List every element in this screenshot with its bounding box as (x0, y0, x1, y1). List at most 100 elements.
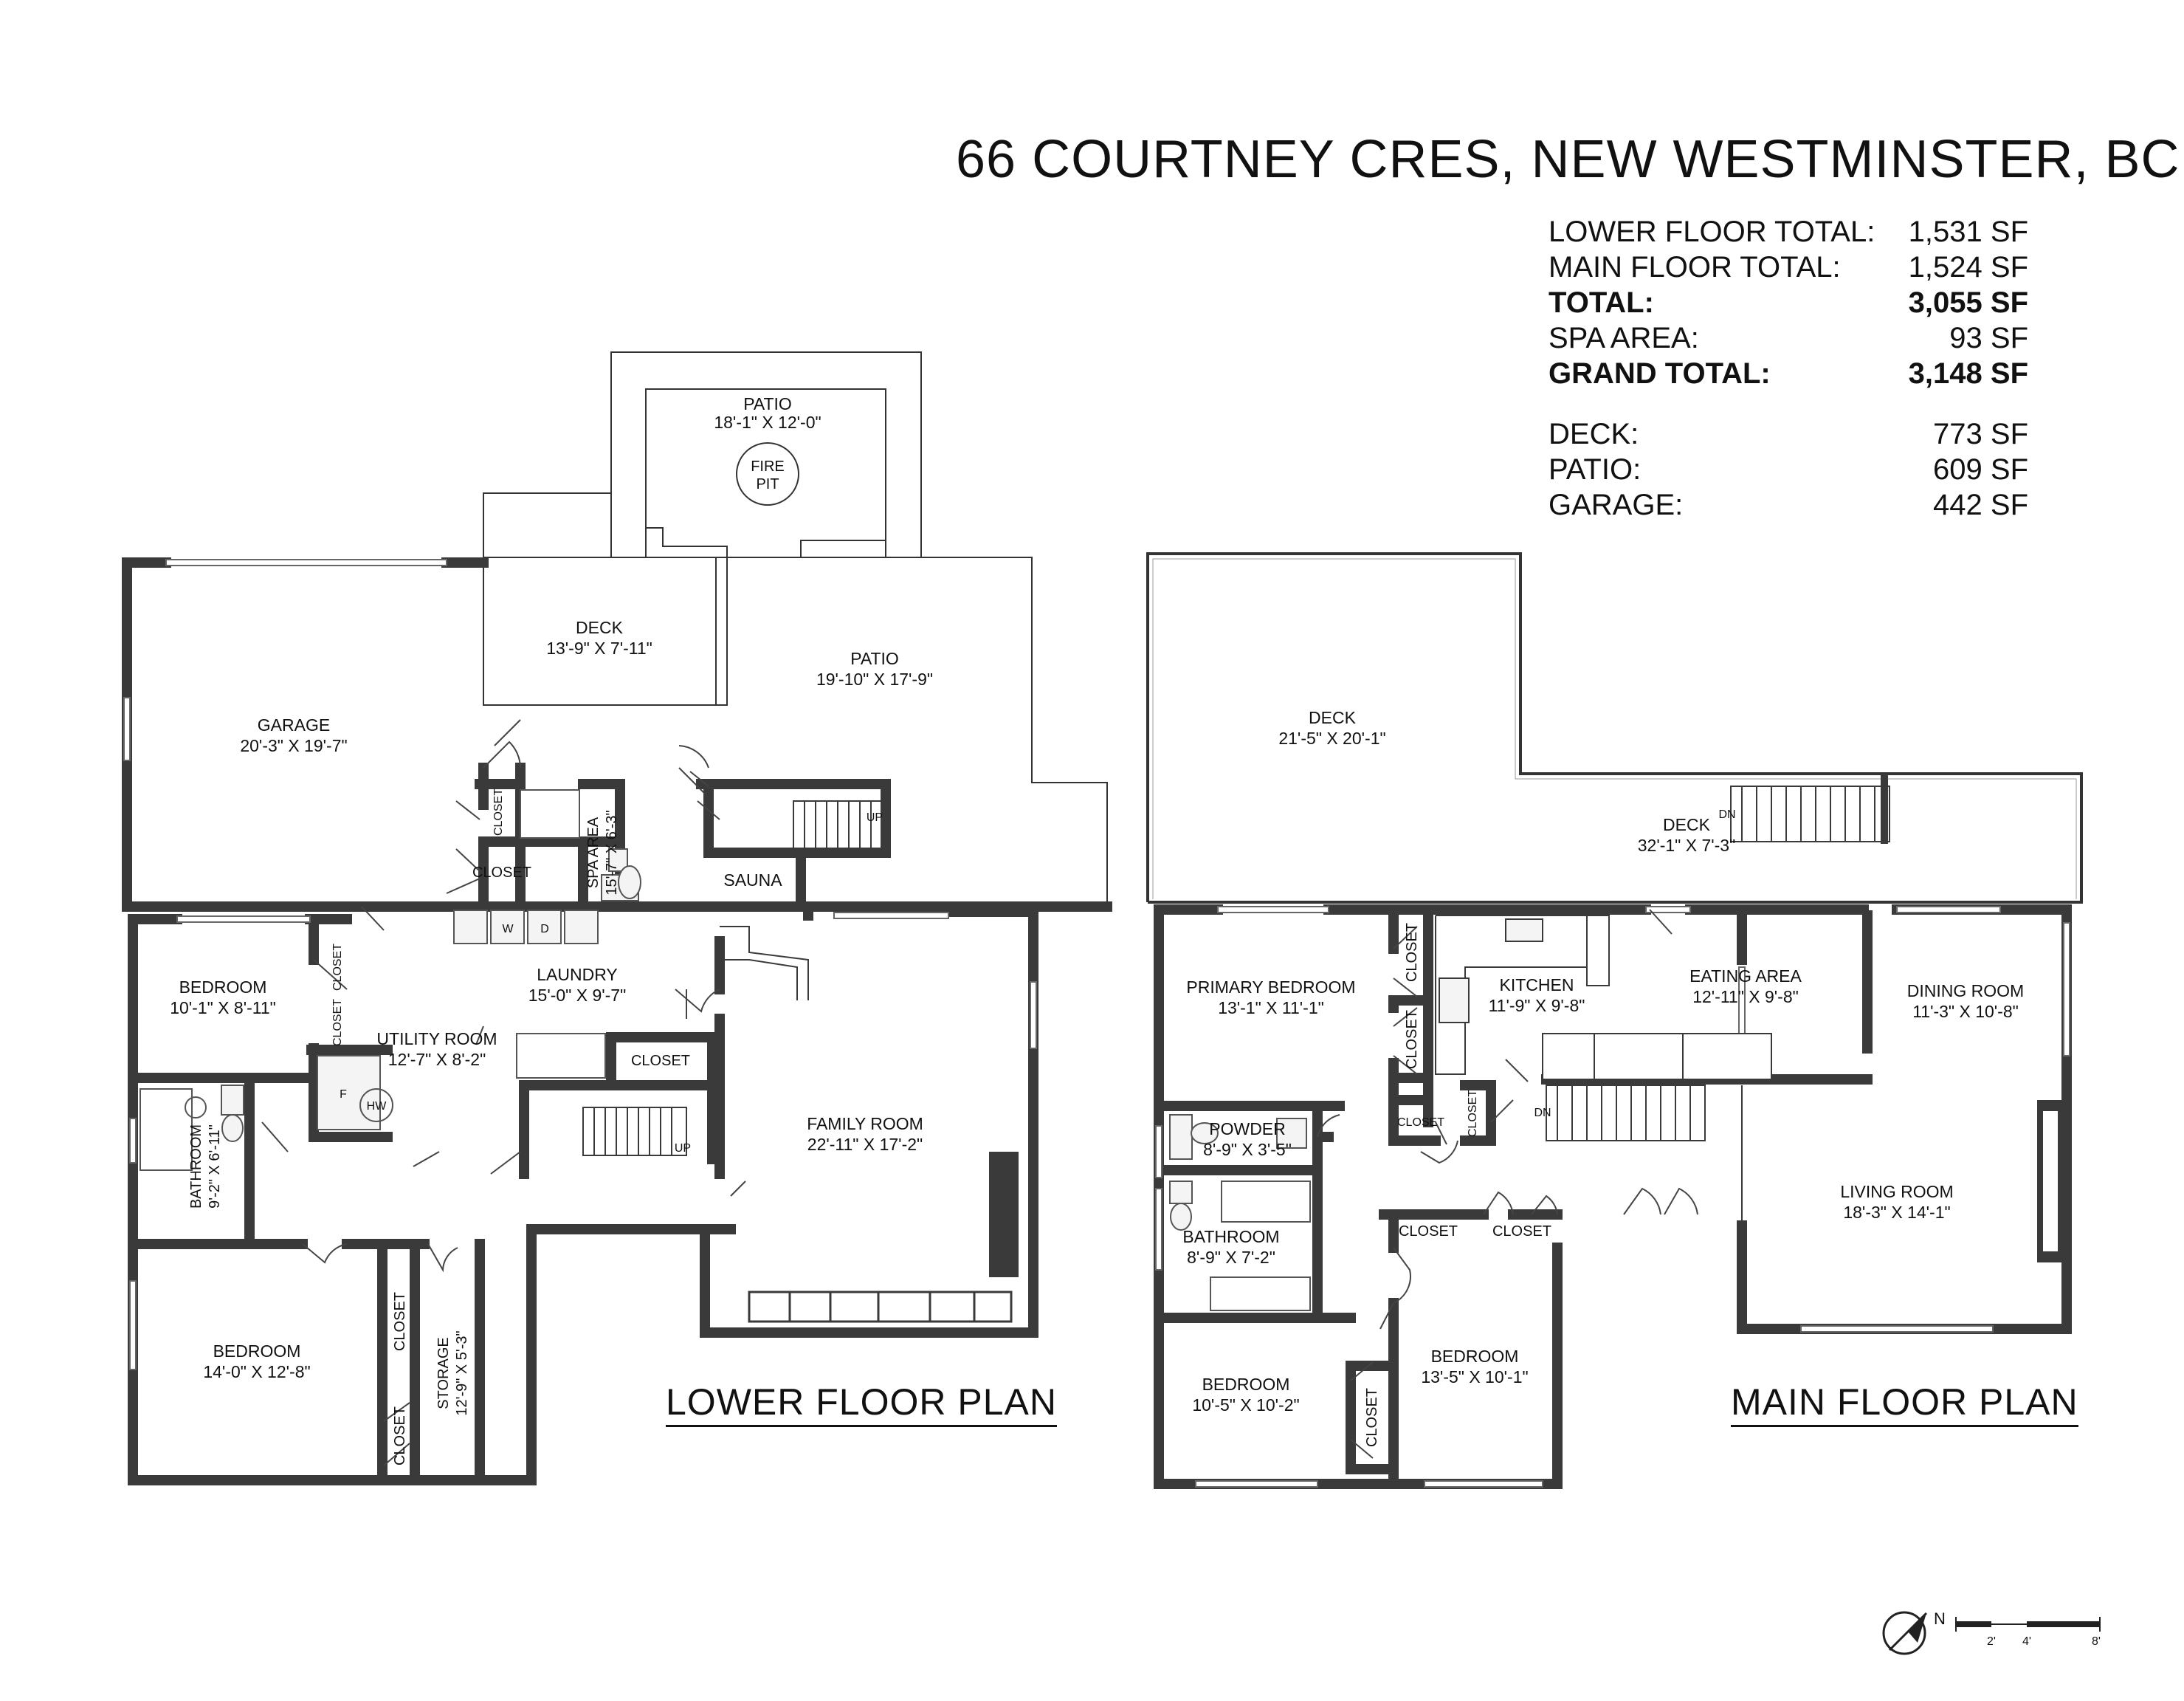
utility-name: UTILITY ROOM (376, 1029, 497, 1048)
utility-dims: 12'-7" X 8'-2" (388, 1050, 486, 1069)
stairs-up-label: UP (675, 1142, 691, 1155)
stat-label: LOWER FLOOR TOTAL: (1549, 216, 1875, 248)
garage-name: GARAGE (258, 715, 330, 735)
lower-floor-plan-title: LOWER FLOOR PLAN (666, 1381, 1057, 1427)
stat-row-grand-total: GRAND TOTAL: 3,148 SF (1549, 356, 2028, 391)
deck-dims: 13'-9" X 7'-11" (546, 639, 652, 658)
deck-outline (1146, 552, 2083, 904)
deck-hatch (1152, 558, 2077, 899)
stat-row-lower-floor: LOWER FLOOR TOTAL: 1,531 SF (1549, 214, 2028, 250)
patio-top-name: PATIO (743, 394, 792, 413)
scale-bar: 2' 4' 8' (1955, 1617, 2101, 1648)
closet-label: CLOSET (1492, 1223, 1551, 1240)
bedroom1-dims: 10'-1" X 8'-11" (170, 998, 276, 1017)
stat-row-garage: GARAGE: 442 SF (1549, 487, 2028, 523)
closet-label: CLOSET (392, 1406, 408, 1465)
bedroom1-name: BEDROOM (1202, 1375, 1290, 1394)
spa-area-name: SPA AREA (585, 817, 602, 888)
stat-row-total: TOTAL:3,055 SF (1549, 285, 2028, 320)
scale-tick-2: 2' (1987, 1635, 1996, 1648)
bedroom2-dims: 14'-0" X 12'-8" (203, 1362, 310, 1381)
stat-value: 3,148 SF (1908, 357, 2028, 390)
bathroom-dims: 9'-2" X 6'-11" (207, 1124, 223, 1209)
bathroom-name: BATHROOM (188, 1124, 204, 1209)
dryer-label: D (540, 923, 549, 935)
laundry-name: LAUNDRY (537, 965, 618, 984)
north-label: N (1934, 1609, 1946, 1628)
lower-windows (123, 559, 1037, 1370)
main-floor-plan: DECK 21'-5" X 20'-1" DECK 32'-1" X 7'-3"… (1146, 552, 2083, 1489)
garage-dims: 20'-3" X 19'-7" (240, 736, 347, 755)
fireplace (989, 1152, 1019, 1277)
primary-bedroom-dims: 13'-1" X 11'-1" (1218, 998, 1324, 1017)
primary-bedroom-name: PRIMARY BEDROOM (1186, 977, 1355, 997)
stat-label: TOTAL: (1549, 286, 1654, 319)
stat-value: 773 SF (1933, 418, 2028, 450)
scale-tick-8: 8' (2092, 1635, 2101, 1648)
kitchen-counters (1435, 915, 1772, 1080)
stairs-down-label: DN (1534, 1107, 1551, 1119)
deck-big-dims: 21'-5" X 20'-1" (1278, 729, 1385, 748)
main-door-swings (1317, 909, 1698, 1459)
stat-label: MAIN FLOOR TOTAL: (1549, 251, 1841, 284)
main-floor-plan-title: MAIN FLOOR PLAN (1731, 1381, 2078, 1427)
deck-outline (483, 557, 728, 706)
scale-tick-4: 4' (2022, 1635, 2031, 1648)
storage-dims: 12'-9" X 5'-3" (454, 1330, 470, 1415)
closet-label: CLOSET (331, 944, 344, 991)
living-room-name: LIVING ROOM (1840, 1182, 1953, 1201)
lower-walls (122, 557, 1112, 1485)
stat-row-spa-area: SPA AREA:93 SF (1549, 320, 2028, 356)
stat-value: 442 SF (1933, 489, 2028, 521)
closet-label: CLOSET (1404, 923, 1420, 982)
stat-value: 1,531 SF (1908, 216, 2028, 248)
main-stairs (1546, 1085, 1743, 1226)
eating-area-name: EATING AREA (1689, 966, 1802, 986)
deck-stair-wall (1881, 774, 1888, 844)
deck-strip-name: DECK (1663, 815, 1711, 834)
family-dims: 22'-11" X 17'-2" (807, 1135, 923, 1154)
main-windows (1155, 906, 2070, 1488)
stairs-down-label: DN (1718, 808, 1735, 821)
closet-label: CLOSET (1364, 1388, 1380, 1447)
deck-name: DECK (576, 618, 624, 637)
bedroom2-name: BEDROOM (1431, 1347, 1519, 1366)
bathroom-name: BATHROOM (1182, 1227, 1279, 1246)
fireplace-insert (2043, 1111, 2058, 1251)
closet-label: CLOSET (1397, 1116, 1444, 1129)
lower-fixtures (139, 789, 641, 1171)
deck-strip-dims: 32'-1" X 7'-3" (1638, 836, 1736, 855)
patio-notch-right (800, 540, 886, 557)
closet-label: CLOSET (392, 1292, 408, 1351)
area-summary: LOWER FLOOR TOTAL: 1,531 SF MAIN FLOOR TO… (1549, 214, 2028, 523)
stat-row-main-floor: MAIN FLOOR TOTAL:1,524 SF (1549, 250, 2028, 285)
fire-pit-circle (736, 442, 799, 506)
stat-label: GARAGE: (1549, 489, 1684, 521)
living-room-dims: 18'-3" X 14'-1" (1843, 1203, 1950, 1222)
washer-label: W (502, 923, 514, 935)
kitchen-dims: 11'-9" X 9'-8" (1489, 996, 1585, 1015)
closet-label: CLOSET (492, 788, 505, 836)
closet-label: CLOSET (472, 865, 531, 881)
bedroom2-dims: 13'-5" X 10'-1" (1421, 1367, 1528, 1386)
bath-sink (185, 1096, 207, 1118)
eating-area-dims: 12'-11" X 9'-8" (1692, 987, 1799, 1006)
powder-name: POWDER (1209, 1119, 1286, 1138)
closet-label: CLOSET (1399, 1223, 1458, 1240)
scale-segment (2027, 1621, 2100, 1627)
storage-name: STORAGE (435, 1337, 452, 1409)
closet-label: CLOSET (631, 1053, 690, 1069)
stairs-up-label: UP (867, 811, 883, 824)
bedroom1-name: BEDROOM (179, 977, 267, 997)
deck-big-name: DECK (1309, 708, 1357, 727)
stat-label: PATIO: (1549, 453, 1642, 486)
north-compass: N (1882, 1609, 1946, 1655)
patio-dims: 19'-10" X 17'-9" (816, 670, 933, 689)
lower-floor-plan: PATIO 18'-1" X 12'-0" FIRE PIT DECK 13'-… (122, 351, 1112, 1485)
property-address-title: 66 COURTNEY CRES, NEW WESTMINSTER, BC (956, 130, 2180, 189)
window-bench (748, 1291, 1013, 1323)
stat-label: GRAND TOTAL: (1549, 357, 1771, 390)
stat-label: SPA AREA: (1549, 322, 1699, 354)
closet-label: CLOSET (1404, 1010, 1420, 1069)
